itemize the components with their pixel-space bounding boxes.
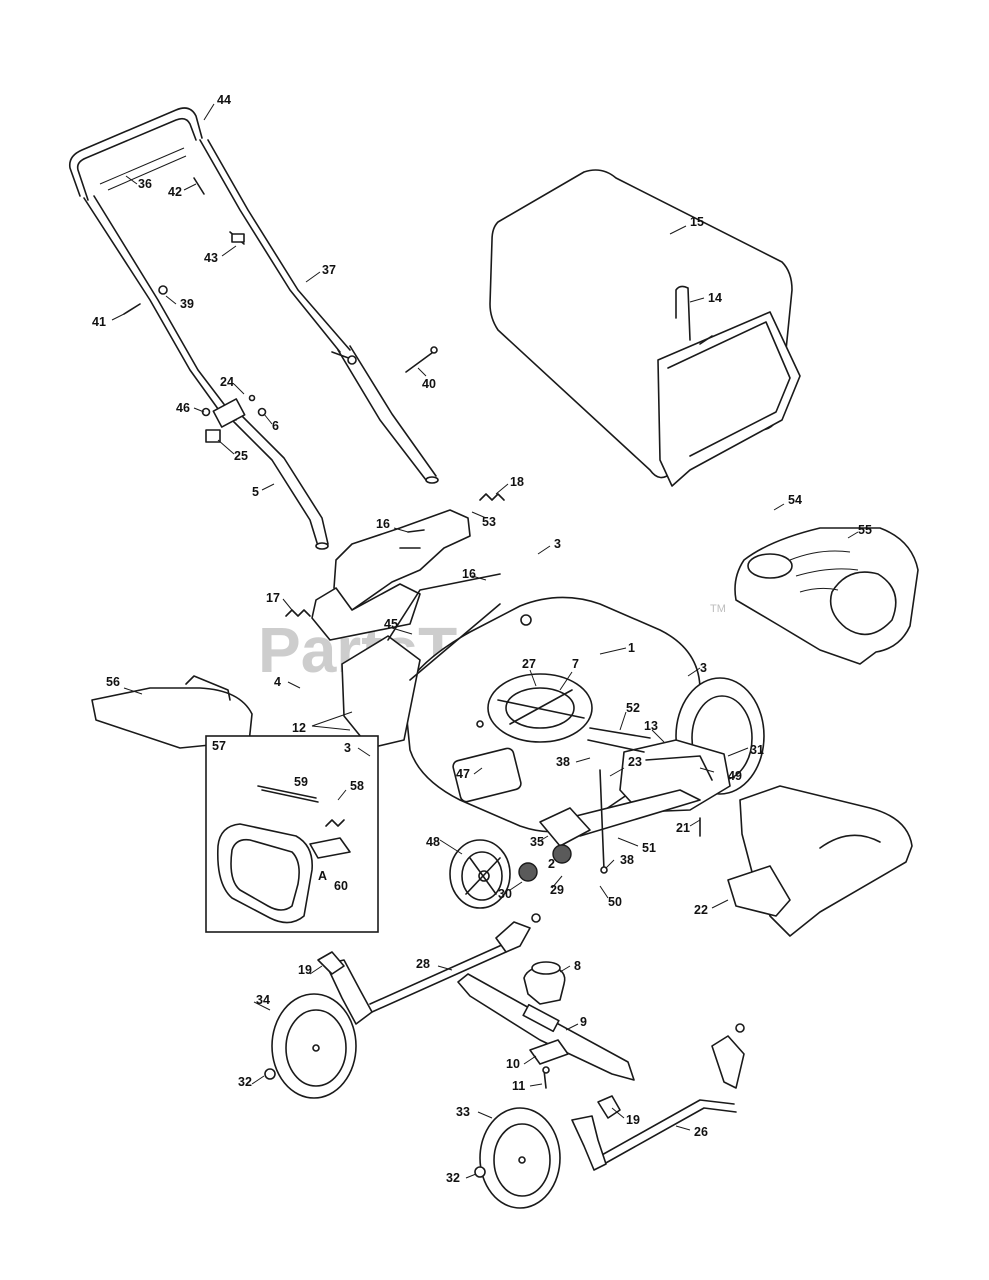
handle-hardware <box>123 177 438 443</box>
callout-40: 40 <box>422 377 436 391</box>
callout-2: 2 <box>548 857 555 871</box>
callout-16b: 16 <box>462 567 476 581</box>
callout-38a: 38 <box>556 755 570 769</box>
callout-14: 14 <box>708 291 722 305</box>
callout-8: 8 <box>574 959 581 973</box>
inset-mulch-kit <box>205 735 379 933</box>
inset-letter-a: A <box>318 869 327 883</box>
callout-49: 49 <box>728 769 742 783</box>
callout-29: 29 <box>550 883 564 897</box>
callout-12: 12 <box>292 721 306 735</box>
callout-58: 58 <box>350 779 364 793</box>
callout-47: 47 <box>456 767 470 781</box>
callout-19a: 19 <box>298 963 312 977</box>
callout-53: 53 <box>482 515 496 529</box>
callout-38b: 38 <box>620 853 634 867</box>
callout-3a: 3 <box>554 537 561 551</box>
callout-24: 24 <box>220 375 234 389</box>
rear-skirt <box>727 785 913 937</box>
callout-6: 6 <box>272 419 279 433</box>
callout-34: 34 <box>256 993 270 1007</box>
callout-10: 10 <box>506 1057 520 1071</box>
rear-axle-bracket <box>518 807 591 882</box>
callout-25: 25 <box>234 449 248 463</box>
callout-5: 5 <box>252 485 259 499</box>
rear-left-wheel <box>449 839 511 909</box>
callout-9: 9 <box>580 1015 587 1029</box>
callout-11: 11 <box>512 1079 525 1093</box>
callout-37: 37 <box>322 263 336 277</box>
callout-19b: 19 <box>626 1113 640 1127</box>
callout-51: 51 <box>642 841 656 855</box>
callout-31: 31 <box>750 743 764 757</box>
callout-4: 4 <box>274 675 281 689</box>
callout-23: 23 <box>628 755 642 769</box>
callout-30: 30 <box>498 887 512 901</box>
callout-46: 46 <box>176 401 190 415</box>
callout-3c: 3 <box>700 661 707 675</box>
callout-48: 48 <box>426 835 440 849</box>
callout-7: 7 <box>572 657 579 671</box>
callout-44: 44 <box>217 93 231 107</box>
callout-55: 55 <box>858 523 872 537</box>
callout-13: 13 <box>644 719 658 733</box>
callout-41: 41 <box>92 315 106 329</box>
callout-16: 16 <box>376 517 390 531</box>
callout-21: 21 <box>676 821 690 835</box>
engine-cover <box>734 527 919 665</box>
callout-28: 28 <box>416 957 430 971</box>
grass-bag <box>489 169 801 487</box>
callout-50: 50 <box>608 895 622 909</box>
front-right-wheel <box>474 1107 561 1209</box>
callout-18: 18 <box>510 475 524 489</box>
callout-32b: 32 <box>446 1171 460 1185</box>
transmission <box>559 727 731 874</box>
callout-57: 57 <box>212 739 226 753</box>
callout-39: 39 <box>180 297 194 311</box>
front-left-wheel <box>264 993 357 1099</box>
callout-26: 26 <box>694 1125 708 1139</box>
blade <box>457 961 635 1089</box>
callout-60: 60 <box>334 879 348 893</box>
rear-flap <box>311 509 471 641</box>
callout-54: 54 <box>788 493 802 507</box>
callout-3b: 3 <box>344 741 351 755</box>
callout-32a: 32 <box>238 1075 252 1089</box>
callout-42: 42 <box>168 185 182 199</box>
callout-35: 35 <box>530 835 544 849</box>
upper-handle <box>68 107 351 421</box>
callout-36: 36 <box>138 177 152 191</box>
front-axle-left <box>317 913 541 1025</box>
callout-15: 15 <box>690 215 704 229</box>
callout-45: 45 <box>384 617 398 631</box>
callout-labels: 44 36 42 43 37 39 41 40 24 46 6 25 5 15 … <box>92 93 872 1185</box>
callout-27: 27 <box>522 657 536 671</box>
callout-59: 59 <box>294 775 308 789</box>
callout-17: 17 <box>266 591 280 605</box>
lower-handle <box>223 345 439 550</box>
front-axle-right <box>571 1023 745 1171</box>
callout-33: 33 <box>456 1105 470 1119</box>
callout-56: 56 <box>106 675 120 689</box>
callout-22: 22 <box>694 903 708 917</box>
callout-43: 43 <box>204 251 218 265</box>
watermark-tm: TM <box>710 603 726 615</box>
callout-1: 1 <box>628 641 635 655</box>
leader-lines <box>111 103 859 1179</box>
callout-52: 52 <box>626 701 640 715</box>
